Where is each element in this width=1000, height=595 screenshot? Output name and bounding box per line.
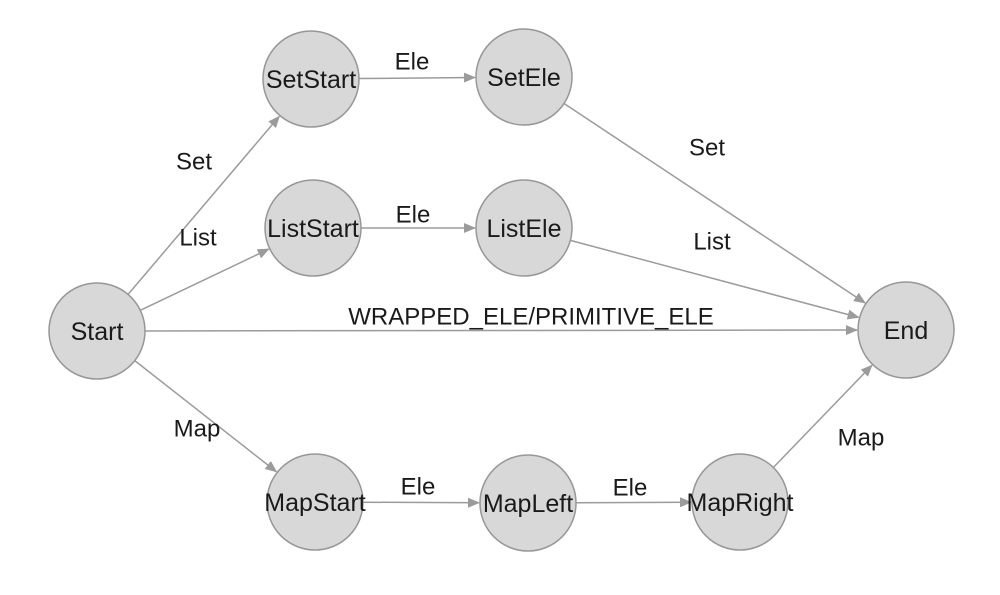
edge-setstart-setele — [358, 72, 477, 83]
edge-start-setstart — [127, 115, 280, 295]
node-circle-setstart — [262, 30, 360, 128]
node-setele: SetEle — [475, 28, 573, 126]
edge-mapstart-mapleft — [362, 497, 481, 508]
edge-label-mapstart-mapleft: Ele — [401, 474, 436, 501]
node-mapstart: MapStart — [264, 453, 366, 551]
edge-layer: SetEleSetListEleListWRAPPED_ELE/PRIMITIV… — [127, 49, 885, 508]
edge-label-setele-end: Set — [689, 135, 725, 162]
node-listele: ListEle — [475, 179, 573, 277]
edge-label-setstart-setele: Ele — [395, 49, 430, 76]
node-setstart: SetStart — [262, 30, 360, 128]
edge-listele-end — [570, 239, 860, 320]
node-circle-start — [48, 282, 146, 380]
edge-label-mapleft-mapright: Ele — [613, 475, 648, 502]
node-mapright: MapRight — [687, 453, 794, 551]
node-circle-setele — [475, 28, 573, 126]
node-circle-listele — [475, 179, 573, 277]
node-circle-mapleft — [479, 454, 577, 552]
edge-label-start-setstart: Set — [176, 149, 212, 176]
node-start: Start — [48, 282, 146, 380]
node-circle-mapright — [691, 453, 789, 551]
edge-label-liststart-listele: Ele — [396, 202, 431, 229]
node-end: End — [857, 281, 955, 379]
edge-label-listele-end: List — [693, 229, 731, 256]
node-circle-mapstart — [266, 453, 364, 551]
edge-label-mapright-end: Map — [838, 425, 885, 452]
edge-setele-end — [563, 102, 866, 304]
edge-mapright-end — [772, 364, 873, 468]
edge-mapleft-mapright — [575, 497, 693, 508]
node-circle-end — [857, 281, 955, 379]
node-circle-liststart — [264, 179, 362, 277]
edge-start-mapstart — [134, 360, 278, 473]
edge-label-start-end: WRAPPED_ELE/PRIMITIVE_ELE — [348, 304, 713, 331]
node-liststart: ListStart — [264, 179, 362, 277]
edge-label-start-liststart: List — [179, 225, 217, 252]
edge-start-liststart — [140, 248, 270, 312]
edge-label-start-mapstart: Map — [174, 416, 221, 443]
node-mapleft: MapLeft — [479, 454, 577, 552]
edge-start-end — [144, 325, 859, 336]
